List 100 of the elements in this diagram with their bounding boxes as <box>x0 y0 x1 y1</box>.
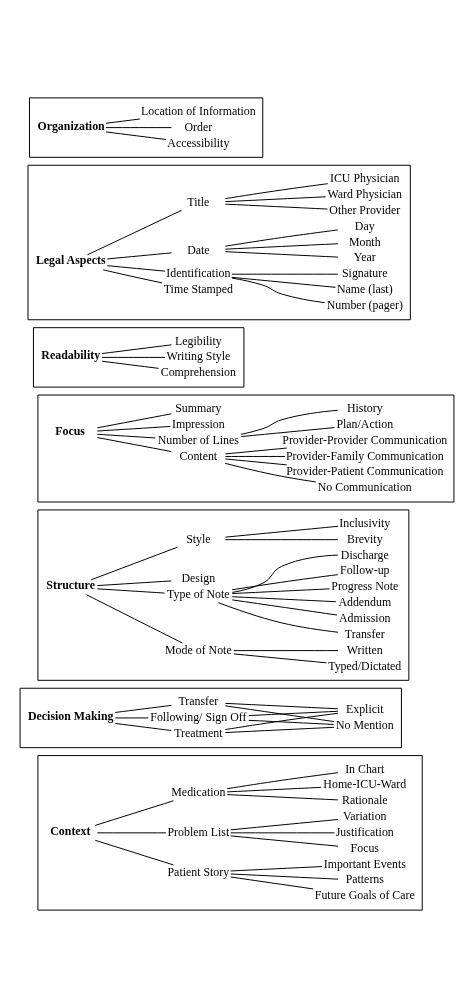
node-text: Variation <box>343 809 387 824</box>
node-text: Written <box>346 642 383 657</box>
node-text: Number of Lines <box>157 432 239 447</box>
node-text: Accessibility <box>167 135 230 150</box>
connector <box>231 588 331 595</box>
connector <box>105 131 167 140</box>
connector <box>226 772 339 790</box>
connector <box>240 427 335 438</box>
node-text: Writing Style <box>166 349 231 364</box>
node-text: Important Events <box>323 856 406 871</box>
node-text: History <box>346 400 383 415</box>
connector <box>224 539 339 541</box>
connector <box>230 876 314 890</box>
node-text: Title <box>187 194 210 209</box>
node-text: Ward Physician <box>327 187 403 202</box>
node-text: Legibility <box>174 333 222 348</box>
node-text: Problem List <box>167 824 230 839</box>
connector <box>96 413 172 429</box>
connector <box>231 277 326 304</box>
node-text: Justification <box>335 824 394 839</box>
connector <box>224 705 335 723</box>
node-text: In Chart <box>345 761 385 776</box>
connector <box>224 203 328 210</box>
connector <box>102 269 163 284</box>
node-text: Provider-Patient Communication <box>286 464 444 479</box>
connector <box>224 458 288 466</box>
node-text: Time Stamped <box>163 282 233 297</box>
node-text: Provider-Provider Communication <box>282 432 448 447</box>
connector <box>231 596 337 603</box>
node-text: No Mention <box>335 717 394 732</box>
connector <box>87 209 183 256</box>
connector <box>240 409 339 435</box>
connector <box>230 819 339 831</box>
connector <box>224 702 339 710</box>
cluster <box>29 97 264 158</box>
node-text: Order <box>184 119 213 134</box>
connector <box>217 602 339 633</box>
node-text: Home-ICU-Ward <box>323 777 407 792</box>
cluster <box>37 755 423 911</box>
connector <box>224 243 339 250</box>
connector <box>101 356 166 358</box>
node-text: Comprehension <box>160 365 236 380</box>
node-text: Year <box>353 250 376 265</box>
node-text: Treatment <box>174 725 223 740</box>
node-text: Content <box>179 448 218 463</box>
connector <box>224 712 339 731</box>
connector <box>233 653 327 664</box>
node-text: Focus <box>350 840 379 855</box>
cluster <box>37 509 410 681</box>
connector <box>224 183 329 200</box>
node-text: Type of Note <box>167 587 230 602</box>
connector <box>230 835 339 847</box>
connector <box>96 425 171 432</box>
connector <box>231 276 336 288</box>
node-text: Mode of Note <box>165 642 232 657</box>
node-text: Discharge <box>340 547 389 562</box>
connector <box>105 127 172 129</box>
node-text: Legal Aspects <box>35 253 106 268</box>
node-text: Design <box>181 571 216 586</box>
connector <box>230 873 339 880</box>
connector <box>96 580 172 587</box>
node-text: Plan/Action <box>336 416 394 431</box>
connector <box>224 447 288 455</box>
connector <box>94 839 174 866</box>
cluster <box>19 687 402 749</box>
connector <box>105 118 141 124</box>
node-text: Organization <box>37 118 105 133</box>
node-text: Admission <box>339 610 391 625</box>
connector <box>230 866 323 872</box>
node-text: Typed/Dictated <box>328 658 402 673</box>
connector <box>101 344 172 355</box>
connector <box>114 704 172 713</box>
node-text: Brevity <box>346 531 383 546</box>
node-text: Location of Information <box>140 103 256 118</box>
connector <box>96 588 165 594</box>
connector <box>226 794 339 801</box>
node-text: Inclusivity <box>339 515 391 530</box>
node-text: Transfer <box>178 694 219 709</box>
connector <box>226 786 322 793</box>
node-text: Signature <box>342 266 388 281</box>
node-text: Impression <box>171 416 225 431</box>
node-text: Future Goals of Care <box>314 888 415 903</box>
node-text: Focus <box>55 423 85 438</box>
node-text: Following/ Sign Off <box>150 710 247 725</box>
node-text: Transfer <box>344 626 385 641</box>
node-text: Identification <box>166 266 231 281</box>
node-text: Context <box>50 823 91 838</box>
node-text: Structure <box>46 578 95 593</box>
connector <box>231 554 339 593</box>
connector <box>248 710 339 717</box>
connector <box>101 360 160 369</box>
node-text: Summary <box>175 400 222 415</box>
cluster <box>32 327 245 388</box>
connector <box>94 800 174 826</box>
node-text: Readability <box>41 348 101 363</box>
connector <box>231 574 339 591</box>
node-text: Patient Story <box>167 864 230 879</box>
connector <box>96 433 156 439</box>
node-text: Name (last) <box>336 282 393 297</box>
node-text: Day <box>354 218 375 233</box>
